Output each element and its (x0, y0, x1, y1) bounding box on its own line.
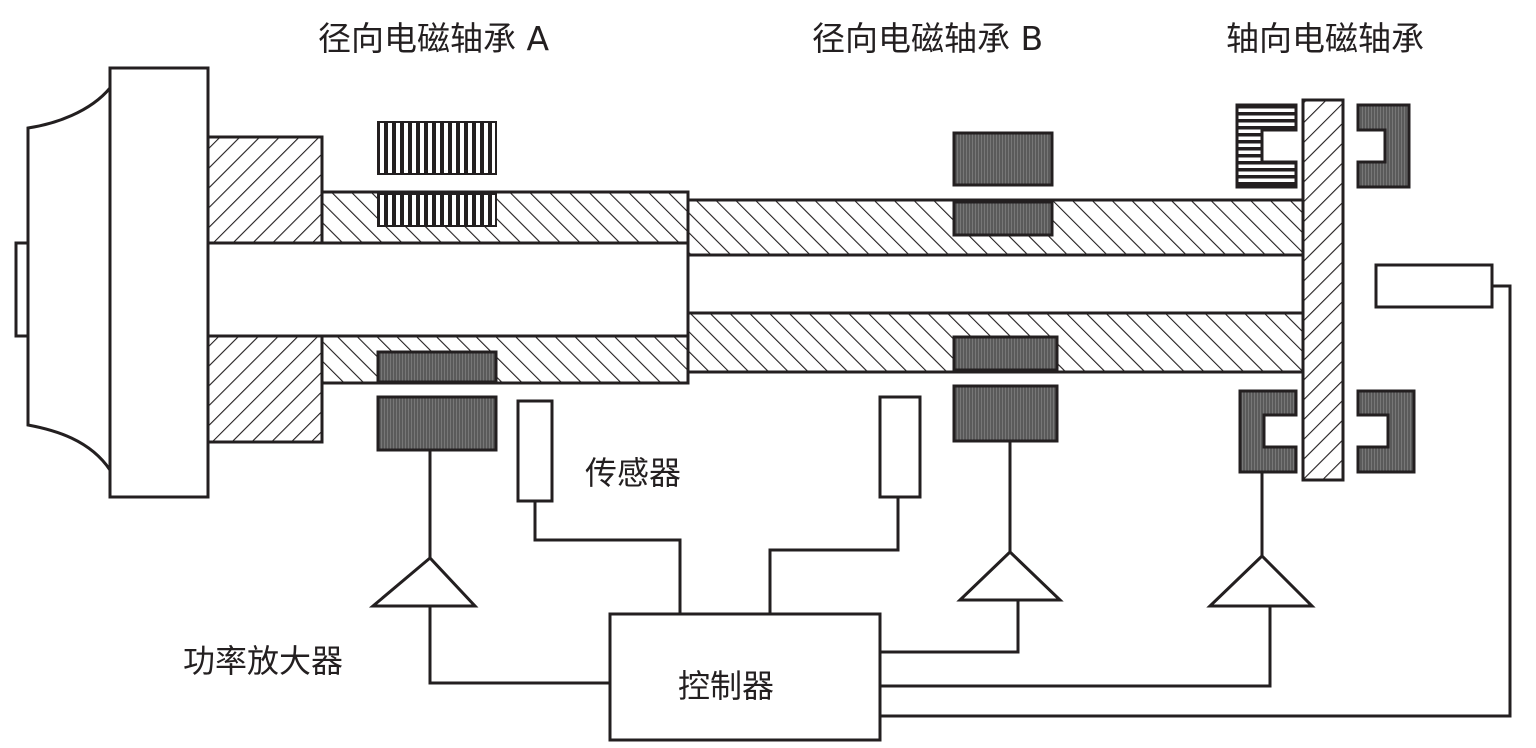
radial-bearing-a (376, 121, 498, 452)
sensors (516, 263, 1494, 503)
bearing-b-stator-top (952, 131, 1054, 187)
bearing-a-stator-bottom (376, 395, 498, 452)
sensor-axial (1374, 263, 1494, 309)
bearing-a-coil-top (377, 193, 497, 227)
axial-bearing (1235, 103, 1416, 474)
wiring (428, 284, 1512, 718)
impeller (14, 66, 210, 499)
axial-stator-lower-left (1238, 389, 1298, 474)
bearing-a-stator-top (377, 121, 497, 175)
power-amplifiers (368, 549, 1316, 608)
bearing-b-stator-bottom (952, 384, 1059, 443)
controller-box (608, 612, 882, 742)
bearing-a-coil-bottom (376, 350, 498, 384)
thrust-disk (1301, 98, 1345, 482)
amplifier-axial (1206, 553, 1316, 608)
bearing-b-coil-top (952, 200, 1054, 237)
radial-bearing-b (952, 131, 1059, 443)
label-sensor: 传感器 (585, 454, 681, 492)
axial-stator-upper-right (1356, 103, 1411, 189)
amplifier-b (956, 549, 1064, 602)
shaft-sleeve-lower (206, 334, 324, 444)
shaft-wall-a-upper (320, 190, 690, 245)
label-radial-bearing-b: 径向电磁轴承 B (812, 19, 1043, 58)
label-controller: 控制器 (678, 667, 774, 705)
label-power-amplifier: 功率放大器 (183, 642, 343, 680)
sensor-a (516, 399, 554, 503)
label-axial-bearing: 轴向电磁轴承 (1226, 19, 1424, 58)
shaft-sleeve-upper (206, 135, 324, 245)
amplifier-a (368, 555, 479, 608)
axial-stator-lower-right (1356, 389, 1416, 474)
label-radial-bearing-a: 径向电磁轴承 A (318, 19, 549, 58)
impeller-hub (14, 241, 30, 338)
sensor-b (878, 395, 922, 499)
bearing-b-coil-bottom (952, 335, 1059, 372)
axial-stator-upper-left (1235, 103, 1298, 189)
